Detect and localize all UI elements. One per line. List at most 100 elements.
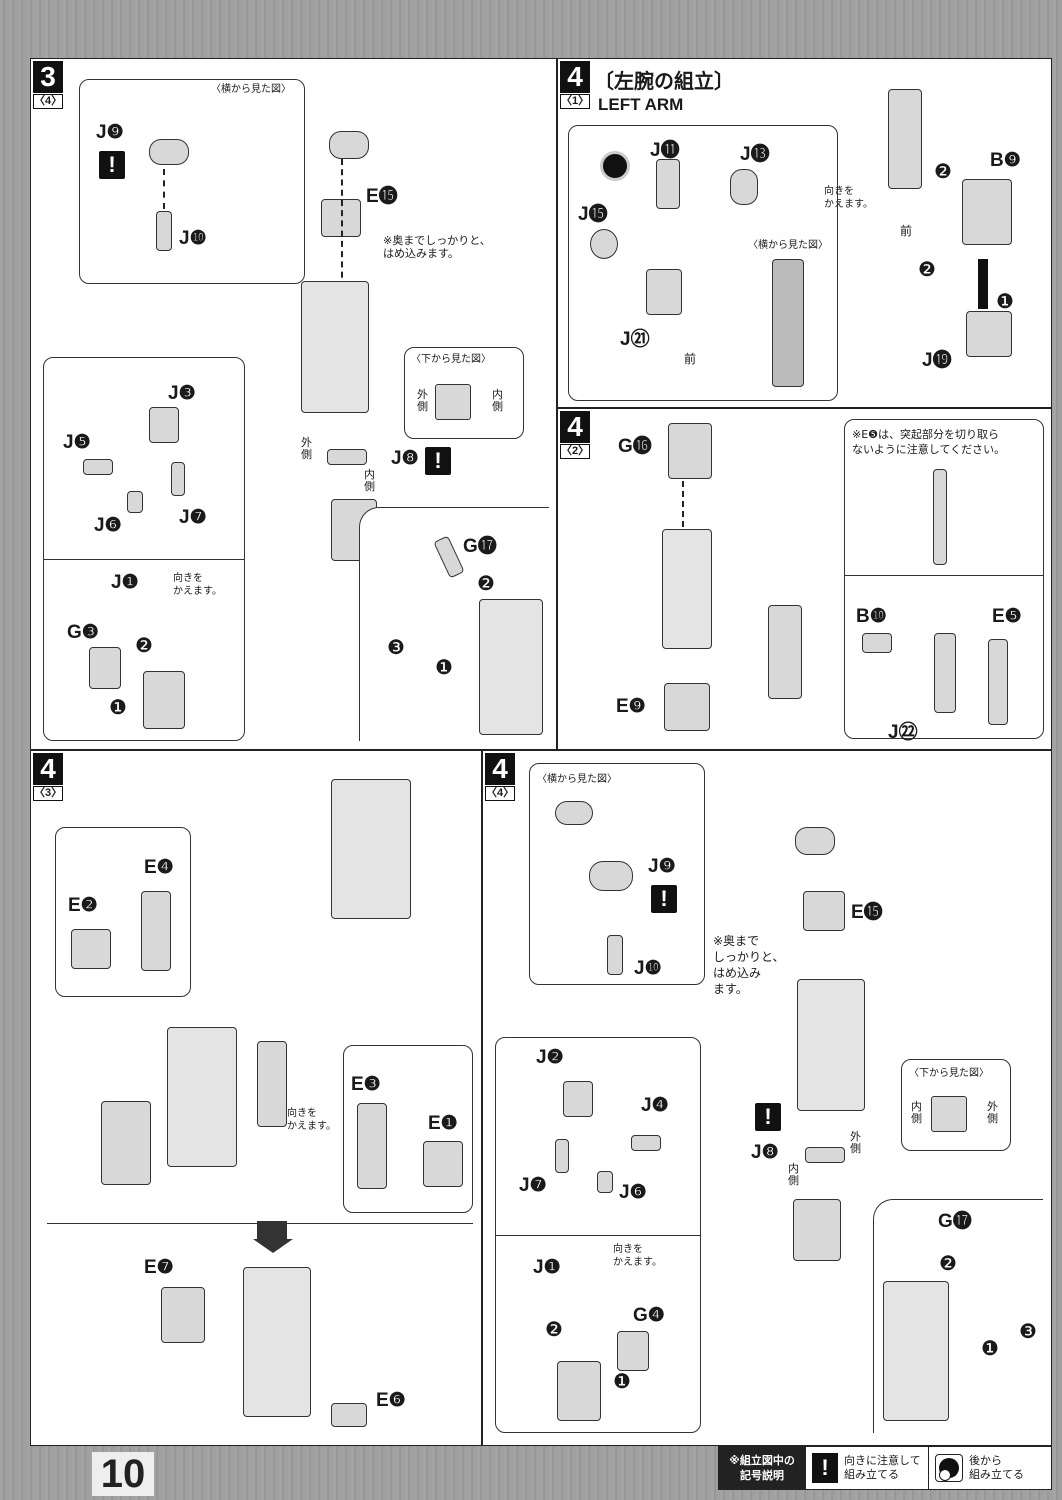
decoration: 4 bbox=[560, 411, 590, 443]
part-drawing bbox=[933, 469, 947, 565]
part-drawing bbox=[803, 891, 845, 931]
part-label: J❹ bbox=[641, 1095, 669, 1116]
panel-step-4-4: 4〈4〉 〈横から見た図〉 J❾ ! J❿ E⓯ ※奥まで しっかりと、 はめ込… bbox=[482, 750, 1052, 1446]
part-drawing bbox=[646, 269, 682, 315]
part-label: J❽ bbox=[751, 1142, 779, 1163]
part-label: E❻ bbox=[376, 1390, 406, 1411]
panel-step-4-2: 4〈2〉 G⓰ E❾ ※E❺は、突起部分を切り取ら ないように注意してください。… bbox=[557, 408, 1052, 750]
part-drawing bbox=[730, 169, 758, 205]
warning-icon: ! bbox=[755, 1103, 781, 1131]
part-drawing bbox=[664, 683, 710, 731]
annotation-text: 内側 bbox=[492, 388, 503, 413]
part-drawing bbox=[257, 1041, 287, 1127]
part-drawing bbox=[631, 1135, 661, 1151]
part-drawing bbox=[772, 259, 804, 387]
step-badge: 4〈2〉 bbox=[560, 411, 590, 459]
decoration: 〔左腕の組立〕 bbox=[594, 69, 734, 93]
part-drawing bbox=[888, 89, 922, 189]
part-drawing bbox=[143, 671, 185, 729]
assembly-guide-line bbox=[341, 159, 343, 339]
decoration: 4 bbox=[33, 753, 63, 785]
decoration: LEFT ARM bbox=[598, 95, 684, 114]
part-label: E❺ bbox=[992, 606, 1022, 627]
part-drawing bbox=[966, 311, 1012, 357]
part-j9 bbox=[149, 139, 189, 165]
part-drawing bbox=[71, 929, 111, 969]
part-drawing bbox=[149, 407, 179, 443]
annotation-text: 向きを かえます。 bbox=[824, 186, 873, 210]
step-number: ❷ bbox=[135, 633, 153, 657]
annotation-text: 前 bbox=[900, 224, 913, 238]
annotation-text: 外側 bbox=[301, 436, 312, 461]
part-label: J⓳ bbox=[922, 350, 952, 371]
step-number: ❷ bbox=[477, 571, 495, 595]
part-drawing bbox=[590, 229, 618, 259]
warning-icon: ! bbox=[425, 447, 451, 475]
part-label: J❽ bbox=[391, 448, 419, 469]
inset-side-view bbox=[79, 79, 305, 284]
part-drawing bbox=[161, 1287, 205, 1343]
part-label: J❷ bbox=[536, 1047, 564, 1068]
annotation-text: 向きを かえます。 bbox=[613, 1244, 662, 1268]
decoration bbox=[600, 151, 630, 181]
part-label: J❼ bbox=[519, 1175, 547, 1196]
part-drawing bbox=[331, 779, 411, 919]
decoration: 4 bbox=[560, 61, 590, 93]
part-j8 bbox=[327, 449, 367, 465]
part-drawing bbox=[795, 827, 835, 855]
panel-step-4-1: 4〈1〉 〔左腕の組立〕 LEFT ARM J⓫ J⓭ J⓯ J㉑ 前 〈横から… bbox=[557, 58, 1052, 408]
part-drawing bbox=[607, 935, 623, 975]
part-drawing bbox=[167, 1027, 237, 1167]
part-leg-body bbox=[301, 281, 369, 413]
decoration: 〈1〉 bbox=[560, 94, 590, 109]
part-drawing bbox=[931, 1096, 967, 1132]
decoration bbox=[844, 575, 1044, 576]
legend-warning: !向きに注意して 組み立てる bbox=[805, 1447, 928, 1489]
annotation-text: 前 bbox=[684, 352, 697, 366]
assembly-guide-line bbox=[682, 481, 684, 527]
part-e15-cap bbox=[329, 131, 369, 159]
part-drawing bbox=[435, 384, 471, 420]
part-label: B❾ bbox=[990, 150, 1021, 171]
decoration: 〈4〉 bbox=[485, 786, 515, 801]
part-drawing bbox=[793, 1199, 841, 1261]
step-number: ❷ bbox=[918, 257, 936, 281]
decoration: 3 bbox=[33, 61, 63, 93]
annotation-text: 外側 bbox=[987, 1100, 998, 1125]
annotation-text: ※奥までしっかりと、 はめ込みます。 bbox=[383, 234, 491, 260]
symbol-legend: ※組立図中の 記号説明 !向きに注意して 組み立てる 後から 組み立てる bbox=[718, 1446, 1052, 1490]
step-number: ❶ bbox=[109, 695, 127, 719]
decoration bbox=[257, 1221, 287, 1241]
annotation-text: 〈下から見た図〉 bbox=[909, 1068, 989, 1079]
part-drawing bbox=[656, 159, 680, 209]
part-drawing bbox=[555, 801, 593, 825]
annotation-text: 〈横から見た図〉 bbox=[537, 774, 617, 785]
part-drawing bbox=[331, 1403, 367, 1427]
step-number: ❶ bbox=[981, 1336, 999, 1360]
legend-heading: ※組立図中の 記号説明 bbox=[719, 1447, 805, 1489]
annotation-text: 外側 bbox=[417, 388, 428, 413]
step-number: ❷ bbox=[939, 1251, 957, 1275]
part-label: J❾ bbox=[648, 856, 676, 877]
part-drawing bbox=[597, 1171, 613, 1193]
part-drawing bbox=[141, 891, 171, 971]
part-drawing bbox=[668, 423, 712, 479]
decoration: 〈4〉 bbox=[33, 94, 63, 109]
part-drawing bbox=[962, 179, 1012, 245]
annotation-text: 内側 bbox=[364, 468, 375, 493]
decoration: 〈2〉 bbox=[560, 444, 590, 459]
part-label: J⓯ bbox=[578, 204, 608, 225]
part-drawing bbox=[662, 529, 712, 649]
warning-icon: ! bbox=[99, 151, 125, 179]
part-drawing bbox=[797, 979, 865, 1111]
step-number: ❶ bbox=[435, 655, 453, 679]
step-number: ❶ bbox=[996, 289, 1014, 313]
part-label: J㉒ bbox=[888, 722, 918, 743]
part-label: J㉑ bbox=[620, 329, 650, 350]
part-drawing bbox=[357, 1103, 387, 1189]
step-badge: 4〈1〉 bbox=[560, 61, 590, 109]
part-label: G⓰ bbox=[618, 436, 652, 457]
part-label: J❻ bbox=[94, 515, 122, 536]
part-drawing bbox=[934, 633, 956, 713]
step-number: ❷ bbox=[545, 1317, 563, 1341]
